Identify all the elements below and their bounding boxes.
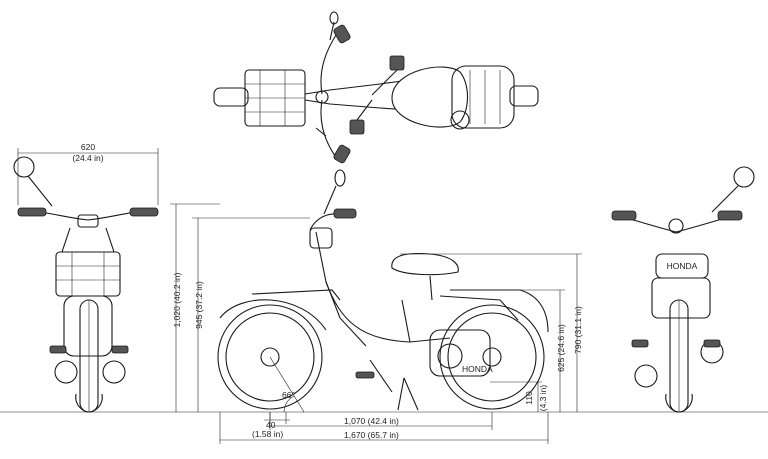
side-front-hub: [482, 347, 502, 367]
top-rear-fender: [213, 87, 249, 107]
dim-ground-clearance: 110 (4.3 in): [490, 381, 548, 412]
rear-pedal-left: [631, 339, 649, 348]
side-front-wheel: [439, 304, 545, 410]
side-pedal: [355, 371, 375, 379]
overall-height-label: 1,020 (40.2 in): [172, 272, 182, 327]
side-rear-wheel: [217, 304, 323, 410]
side-mirror: [334, 169, 346, 187]
front-forks: [61, 227, 115, 253]
dim-wheelbase: 1,070 (42.4 in): [269, 412, 493, 430]
dim-caster-angle: 66°: [269, 356, 305, 413]
ground-clearance-mm: 110: [524, 391, 534, 405]
side-headlight: [309, 227, 333, 249]
top-steering-head: [315, 90, 329, 104]
side-frame-down: [315, 231, 367, 347]
footrest-height-label: 625 (24.6 in): [556, 324, 566, 372]
top-body: [451, 65, 515, 129]
top-grip-left: [333, 24, 351, 44]
handlebar-width-in: (24.4 in): [72, 153, 103, 163]
dim-overall-length: 1,670 (65.7 in): [219, 412, 549, 444]
dim-seat-height: 790 (31.1 in): [400, 253, 583, 412]
trail-mm: 40: [266, 420, 276, 430]
side-brand: HONDA: [462, 364, 493, 374]
top-mirror: [329, 11, 339, 25]
top-engine-cover: [450, 110, 470, 130]
side-view: HONDA: [217, 169, 549, 411]
dim-overall-height: 1,020 (40.2 in): [170, 203, 220, 412]
side-rear-hub: [260, 347, 280, 367]
front-engine-right: [102, 360, 126, 384]
side-engine: [429, 329, 491, 377]
side-stand: [397, 377, 419, 411]
rear-handlebar: [619, 215, 733, 233]
rear-engine-left: [634, 364, 658, 388]
rear-seat-frame: [651, 277, 711, 319]
front-mirror-left: [13, 156, 35, 178]
front-headlight: [77, 214, 99, 228]
front-handlebar: [39, 211, 137, 221]
rear-grip-left: [611, 210, 637, 221]
side-rear-rack: [251, 289, 341, 301]
handlebar-width-mm: 620: [81, 142, 95, 152]
overall-length-label: 1,670 (65.7 in): [344, 430, 399, 440]
dim-seat-height-top: 945 (37.2 in): [192, 217, 310, 412]
top-grip-right: [333, 144, 351, 164]
rear-brand: HONDA: [667, 261, 698, 271]
side-grip: [333, 208, 357, 219]
trail-in: (1.58 in): [252, 429, 283, 439]
caster-angle-label: 66°: [282, 390, 295, 400]
front-grip-left: [17, 207, 47, 217]
rear-grip-right: [717, 210, 743, 221]
front-pedal-right: [111, 345, 129, 354]
side-seat: [391, 252, 459, 276]
top-pedal-left: [389, 55, 405, 71]
dim-trail: 40 (1.58 in): [252, 412, 290, 439]
wheelbase-label: 1,070 (42.4 in): [344, 416, 399, 426]
front-view: [13, 156, 159, 413]
top-view: [213, 11, 539, 164]
top-front-fender: [509, 85, 539, 107]
dim-footrest-height: 625 (24.6 in): [520, 289, 566, 412]
front-grip-right: [129, 207, 159, 217]
side-frame-step: [325, 281, 451, 343]
front-rack: [55, 251, 121, 297]
top-seat: [391, 66, 469, 128]
front-engine-left: [54, 360, 78, 384]
rear-pedal-right: [703, 339, 721, 348]
ground-clearance-in: (4.3 in): [538, 385, 548, 412]
top-handlebar: [320, 31, 339, 161]
dim-handlebar-width: 620 (24.4 in): [17, 142, 159, 205]
rear-mirror: [733, 166, 755, 188]
top-pedal-right: [349, 119, 365, 135]
side-rear-fender: [219, 299, 327, 331]
rear-taillight: [668, 218, 684, 234]
front-pedal-left: [49, 345, 67, 354]
front-body: [63, 295, 113, 357]
seat-height-label: 790 (31.1 in): [573, 306, 583, 354]
rear-view: HONDA: [611, 166, 755, 413]
seat-height-top-label: 945 (37.2 in): [194, 281, 204, 329]
